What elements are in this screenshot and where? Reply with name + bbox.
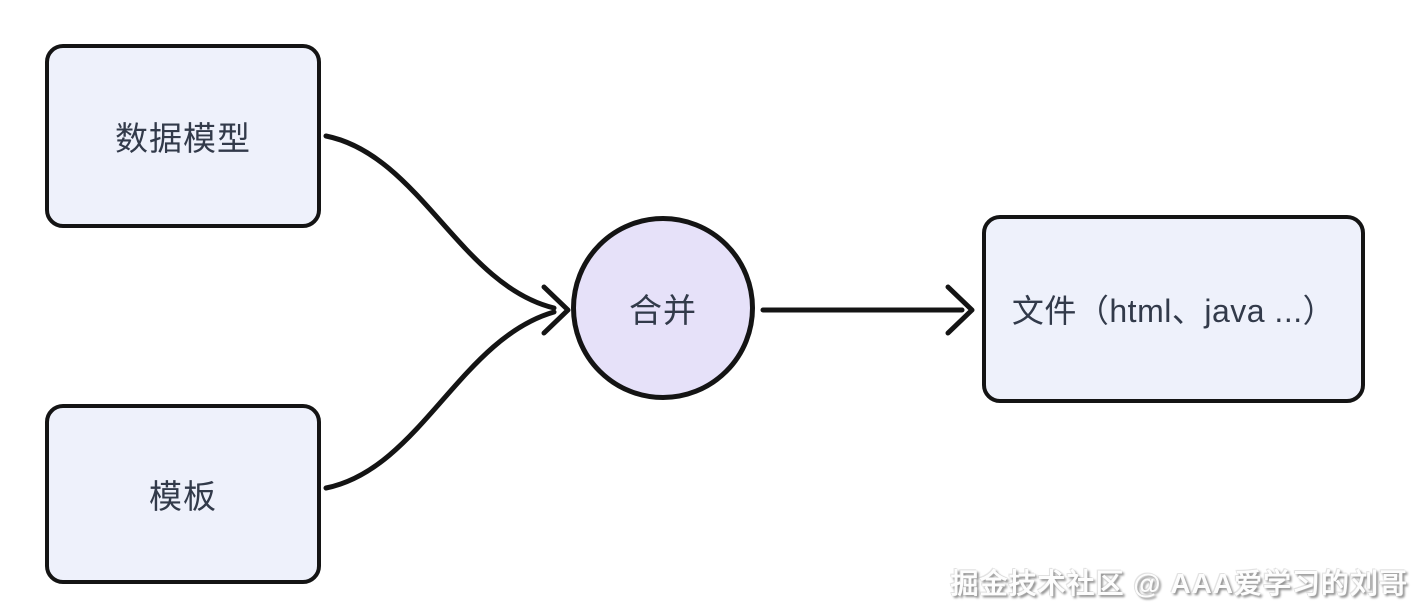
node-merge-label: 合并	[629, 292, 697, 329]
node-merge: 合并	[571, 216, 755, 400]
node-data-model-label: 数据模型	[115, 120, 251, 157]
node-template: 模板	[45, 404, 321, 584]
edge-data-model-to-merge	[323, 133, 557, 311]
node-output: 文件（html、java ...）	[982, 215, 1365, 403]
node-data-model: 数据模型	[45, 44, 321, 228]
watermark: 掘金技术社区 @ AAA爱学习的刘哥	[950, 568, 1408, 599]
node-template-label: 模板	[149, 478, 217, 515]
edge-template-to-merge	[323, 309, 557, 491]
merge-arrowhead-icon	[541, 284, 571, 336]
output-arrowhead-icon	[945, 284, 975, 336]
node-output-label: 文件（html、java ...）	[1011, 293, 1336, 329]
